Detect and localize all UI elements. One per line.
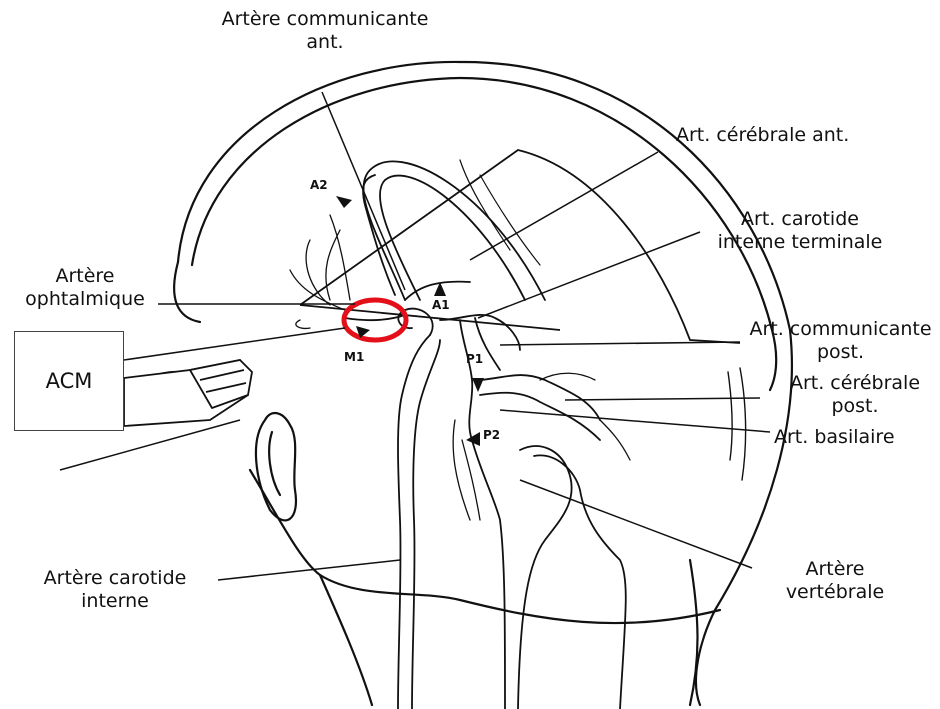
leader-acm bbox=[124, 328, 345, 360]
segment-m1: M1 bbox=[344, 350, 364, 364]
label-oph: Artère ophtalmique bbox=[20, 265, 150, 311]
acm-probe-label: ACM bbox=[46, 369, 93, 393]
mca-branches bbox=[290, 215, 350, 328]
label-acom: Artère communicante ant. bbox=[195, 8, 455, 54]
vertebral-right bbox=[534, 455, 626, 709]
label-ict-line2: interne terminale bbox=[700, 231, 900, 254]
neck-front bbox=[320, 575, 372, 705]
internal-carotid-right-wall bbox=[412, 340, 440, 709]
label-ict: Art. carotide interne terminale bbox=[700, 208, 900, 254]
label-pcom-line1: Art. communicante bbox=[743, 318, 938, 341]
label-pca: Art. cérébrale post. bbox=[770, 372, 940, 418]
label-ict-line1: Art. carotide bbox=[700, 208, 900, 231]
label-ica: Artère carotide interne bbox=[20, 567, 210, 613]
ear-inner bbox=[269, 432, 280, 495]
label-pcom: Art. communicante post. bbox=[743, 318, 938, 364]
face-forehead bbox=[174, 262, 200, 322]
leader-vert bbox=[520, 480, 752, 568]
segment-p1: P1 bbox=[466, 352, 483, 366]
label-vert-line1: Artère bbox=[770, 558, 900, 581]
label-oph-line2: ophtalmique bbox=[20, 288, 150, 311]
chin-jaw bbox=[250, 470, 720, 623]
label-acom-line2: ant. bbox=[195, 31, 455, 54]
label-acom-line1: Artère communicante bbox=[195, 8, 455, 31]
skull-outer-outline bbox=[178, 62, 792, 705]
ear-outline bbox=[256, 413, 296, 520]
label-pca-line2: post. bbox=[770, 395, 940, 418]
leader-basilar bbox=[500, 410, 770, 432]
label-ica-line1: Artère carotide bbox=[20, 567, 210, 590]
label-vert-line2: vertébrale bbox=[770, 581, 900, 604]
segment-p2: P2 bbox=[483, 428, 500, 442]
label-ica-line2: interne bbox=[20, 590, 210, 613]
sagittal-plane-edge bbox=[300, 150, 740, 343]
aca-a2-outer bbox=[363, 161, 545, 300]
label-pcom-line2: post. bbox=[743, 341, 938, 364]
occipital-shading bbox=[740, 368, 746, 480]
label-oph-line1: Artère bbox=[20, 265, 150, 288]
mca-m1 bbox=[345, 315, 405, 320]
segment-a2: A2 bbox=[310, 178, 328, 192]
leader-pcom bbox=[500, 342, 740, 345]
label-aca: Art. cérébrale ant. bbox=[676, 124, 849, 147]
label-basilar: Art. basilaire bbox=[774, 426, 895, 449]
aca-vessels bbox=[460, 160, 540, 265]
label-pca-line1: Art. cérébrale bbox=[770, 372, 940, 395]
acm-probe-box: ACM bbox=[14, 331, 124, 431]
arrow-a2 bbox=[336, 196, 352, 208]
segment-a1: A1 bbox=[432, 298, 450, 312]
vertebral-left bbox=[518, 446, 572, 709]
label-vert: Artère vertébrale bbox=[770, 558, 900, 604]
occipital-shading-2 bbox=[728, 372, 732, 460]
arrow-p1 bbox=[472, 378, 484, 392]
